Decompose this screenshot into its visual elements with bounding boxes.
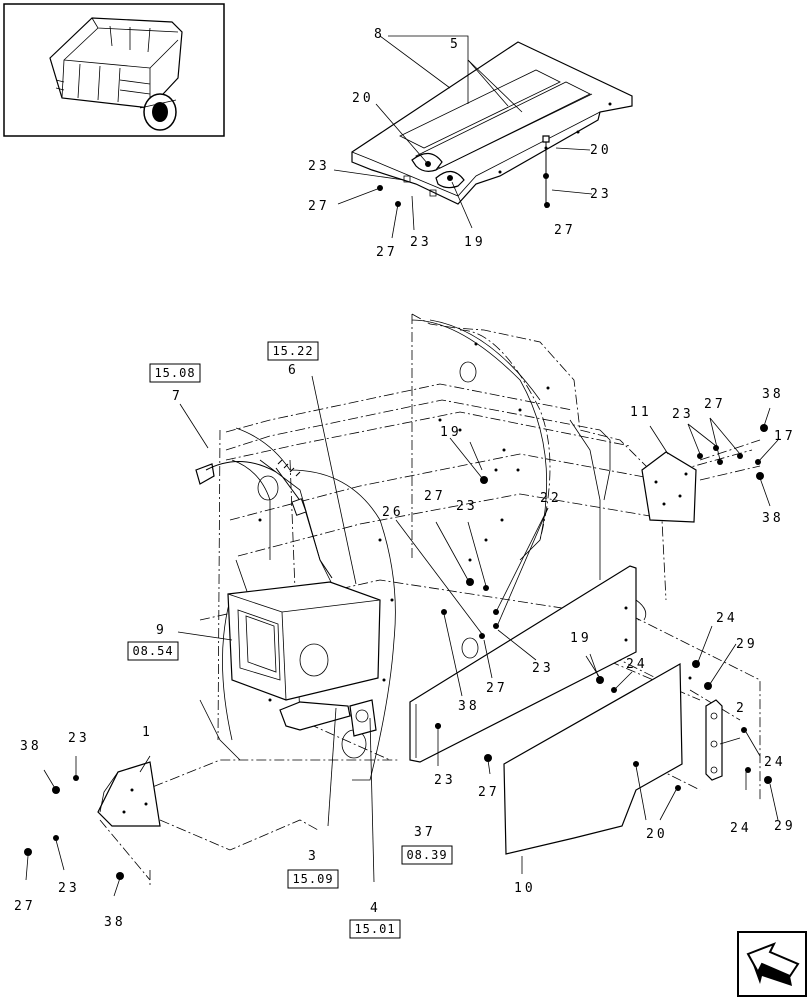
ref-box-15-22-label: 15.22 (272, 344, 313, 358)
callout-24: 24 (764, 755, 786, 770)
part-7-spring-rod (179, 403, 333, 579)
callout-20: 20 (590, 143, 612, 158)
callout-1: 1 (142, 725, 153, 740)
ref-box-15-01-label: 15.01 (354, 922, 395, 936)
reference-boxes: 15.08 15.22 08.54 15.09 15.01 08.39 (127, 341, 453, 939)
part-11-plate (641, 425, 697, 523)
next-page-arrow-icon[interactable] (737, 931, 807, 997)
callout-23: 23 (532, 661, 554, 676)
callout-27: 27 (14, 899, 36, 914)
callout-19: 19 (440, 425, 462, 440)
ref-box-15-01[interactable] (349, 919, 401, 939)
callout-8: 8 (374, 27, 385, 42)
callout-38: 38 (762, 387, 784, 402)
ref-box-08-54-label: 08.54 (132, 644, 173, 658)
callout-4: 4 (370, 901, 381, 916)
callout-38: 38 (458, 699, 480, 714)
callout-5: 5 (450, 37, 461, 52)
ref-box-08-54[interactable] (127, 641, 179, 661)
callout-27: 27 (308, 199, 330, 214)
callout-23: 23 (434, 773, 456, 788)
part-10-lower-panel (503, 662, 692, 874)
part-1-shield (97, 755, 161, 827)
callout-19: 19 (570, 631, 592, 646)
callout-24: 24 (626, 657, 648, 672)
callout-27: 27 (486, 681, 508, 696)
callout-24: 24 (716, 611, 738, 626)
main-baler-frame (99, 313, 761, 888)
hardware-fasteners (24, 375, 779, 897)
callout-38: 38 (762, 511, 784, 526)
part-9-housing (177, 581, 381, 701)
callout-26: 26 (382, 505, 404, 520)
callout-23: 23 (410, 235, 432, 250)
callout-numbers: 8 5 20 20 23 23 23 27 27 27 19 7 6 11 23… (14, 27, 796, 930)
ref-box-15-09[interactable] (287, 869, 339, 889)
callout-22: 22 (540, 491, 562, 506)
callout-20: 20 (352, 91, 374, 106)
callout-23: 23 (456, 499, 478, 514)
callout-23: 23 (58, 881, 80, 896)
callout-2: 2 (736, 701, 747, 716)
ref-box-08-39-label: 08.39 (406, 848, 447, 862)
callout-10: 10 (514, 881, 536, 896)
callout-23: 23 (590, 187, 612, 202)
callout-23: 23 (68, 731, 90, 746)
callout-37: 37 (414, 825, 436, 840)
part-3-4-linkage (279, 699, 377, 883)
callout-27: 27 (424, 489, 446, 504)
callout-27: 27 (554, 223, 576, 238)
callout-24: 24 (730, 821, 752, 836)
callout-29: 29 (774, 819, 796, 834)
ref-box-15-09-label: 15.09 (292, 872, 333, 886)
callout-38: 38 (20, 739, 42, 754)
callout-20: 20 (646, 827, 668, 842)
ref-box-08-39[interactable] (401, 845, 453, 865)
baler-machine-thumbnail (3, 3, 225, 137)
callout-27: 27 (376, 245, 398, 260)
ref-box-15-08[interactable] (149, 363, 201, 383)
callout-6: 6 (288, 363, 299, 378)
part-2-bracket (705, 699, 741, 781)
top-panel-assembly (333, 35, 633, 239)
callout-23: 23 (308, 159, 330, 174)
callout-11: 11 (630, 405, 652, 420)
callout-7: 7 (172, 389, 183, 404)
callout-27: 27 (704, 397, 726, 412)
callout-38: 38 (104, 915, 126, 930)
callout-19: 19 (464, 235, 486, 250)
callout-17: 17 (774, 429, 796, 444)
ref-box-15-22[interactable] (267, 341, 319, 361)
ref-box-15-08-label: 15.08 (154, 366, 195, 380)
callout-23: 23 (672, 407, 694, 422)
callout-3: 3 (308, 849, 319, 864)
callout-29: 29 (736, 637, 758, 652)
callout-9: 9 (156, 623, 167, 638)
callout-27: 27 (478, 785, 500, 800)
